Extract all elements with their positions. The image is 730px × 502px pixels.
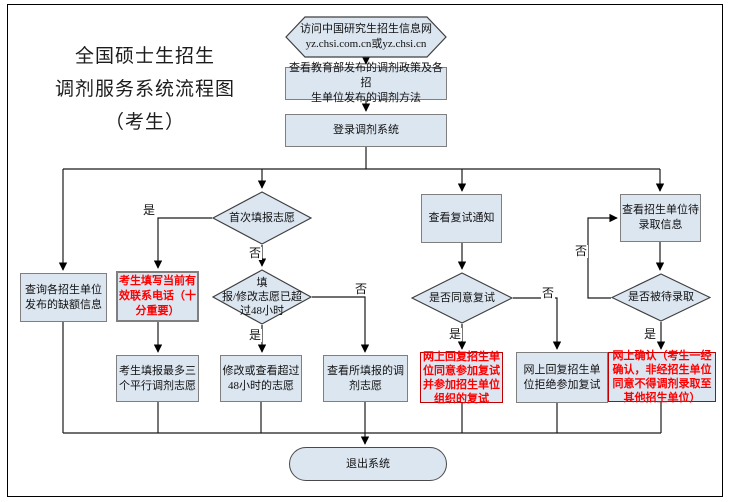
node-view-policy-label: 查看教育部发布的调剂政策及各招 生单位发布的调剂方法	[289, 62, 443, 104]
edge-label-no-agree-retest: 否	[541, 286, 556, 300]
node-login-system-label: 登录调剂系统	[333, 124, 399, 136]
node-reply-refuse-retest: 网上回复招生单 位拒绝参加复试	[516, 352, 608, 403]
node-exit-system: 退出系统	[289, 447, 447, 481]
node-reply-agree-retest-label: 网上回复招生单 位同意参加复试 并参加招生单位 组织的复试	[423, 350, 500, 405]
node-query-quota: 查询各招生单位 发布的缺额信息	[20, 273, 107, 322]
hexagon-shape	[285, 16, 447, 58]
node-view-pending-info-label: 查看招生单位待 录取信息	[622, 204, 699, 231]
node-fill-phone-label: 考生填写当前有 效联系电话（十 分重要）	[119, 275, 196, 317]
node-agree-retest-decision: 是否同意复试	[411, 272, 513, 324]
edge-label-yes-is-pending: 是	[643, 327, 658, 341]
node-visit-website: 访问中国研究生招生信息网 yz.chsi.com.cn或yz.chsi.cn	[285, 16, 447, 58]
edge-label-yes-agree-retest: 是	[448, 327, 463, 341]
chart-title-line3: （考生）	[104, 112, 185, 133]
node-online-confirm: 网上确认（考生一经 确认，非经招生单位 同意不得调剂录取至 其他招生单位）	[608, 350, 716, 404]
node-online-confirm-label: 网上确认（考生一经 确认，非经招生单位 同意不得调剂录取至 其他招生单位）	[612, 350, 712, 404]
node-first-time-decision: 首次填报志愿	[212, 191, 312, 245]
node-view-retest-notice-label: 查看复试通知	[428, 212, 495, 224]
page-border	[7, 4, 723, 497]
edge-label-yes-first-time: 是	[142, 203, 157, 217]
node-modify-48h: 修改或查看超过 48小时的志愿	[220, 355, 302, 402]
diamond-shape	[212, 191, 312, 245]
diamond-shape	[212, 269, 312, 325]
edge-label-no-is-pending: 否	[574, 244, 589, 258]
chart-title-line2: 调剂服务系统流程图	[54, 79, 235, 100]
node-agree-retest-label: 是否同意复试	[429, 291, 495, 304]
node-reply-agree-retest: 网上回复招生单 位同意参加复试 并参加招生单位 组织的复试	[420, 350, 503, 405]
edge-label-no-over48: 否	[354, 282, 369, 296]
node-view-pending-info: 查看招生单位待 录取信息	[620, 194, 701, 242]
node-is-pending-label: 是否被待录取	[628, 291, 694, 303]
node-reply-refuse-retest-label: 网上回复招生单 位拒绝参加复试	[523, 363, 601, 391]
node-over48-decision: 填 报/修改志愿已超 过48小时	[212, 269, 312, 325]
node-three-wishes-label: 考生填报最多三 个平行调剂志愿	[119, 364, 196, 392]
diamond-shape	[411, 272, 513, 324]
node-visit-website-label: 访问中国研究生招生信息网 yz.chsi.com.cn或yz.chsi.cn	[300, 23, 432, 50]
edge-label-no-first-time: 否	[248, 246, 263, 260]
edge-label-yes-over48: 是	[248, 328, 263, 342]
node-over48-label: 填 报/修改志愿已超 过48小时	[221, 277, 303, 317]
node-view-retest-notice: 查看复试通知	[421, 194, 502, 243]
node-modify-48h-label: 修改或查看超过 48小时的志愿	[222, 364, 300, 392]
node-view-wishes: 查看所填报的调 剂志愿	[323, 355, 408, 402]
node-view-policy: 查看教育部发布的调剂政策及各招 生单位发布的调剂方法	[285, 62, 447, 104]
node-login-system: 登录调剂系统	[285, 114, 447, 147]
node-first-time-label: 首次填报志愿	[229, 211, 295, 224]
chart-title-line1: 全国硕士生招生	[74, 46, 215, 67]
node-view-wishes-label: 查看所填报的调 剂志愿	[327, 364, 404, 392]
node-exit-system-label: 退出系统	[346, 457, 390, 470]
chart-title: 全国硕士生招生 调剂服务系统流程图 （考生）	[28, 40, 262, 139]
node-three-wishes: 考生填报最多三 个平行调剂志愿	[116, 355, 199, 402]
diamond-shape	[611, 273, 711, 322]
node-fill-phone: 考生填写当前有 效联系电话（十 分重要）	[116, 271, 199, 322]
node-query-quota-label: 查询各招生单位 发布的缺额信息	[25, 283, 102, 311]
node-is-pending-decision: 是否被待录取	[611, 273, 711, 322]
